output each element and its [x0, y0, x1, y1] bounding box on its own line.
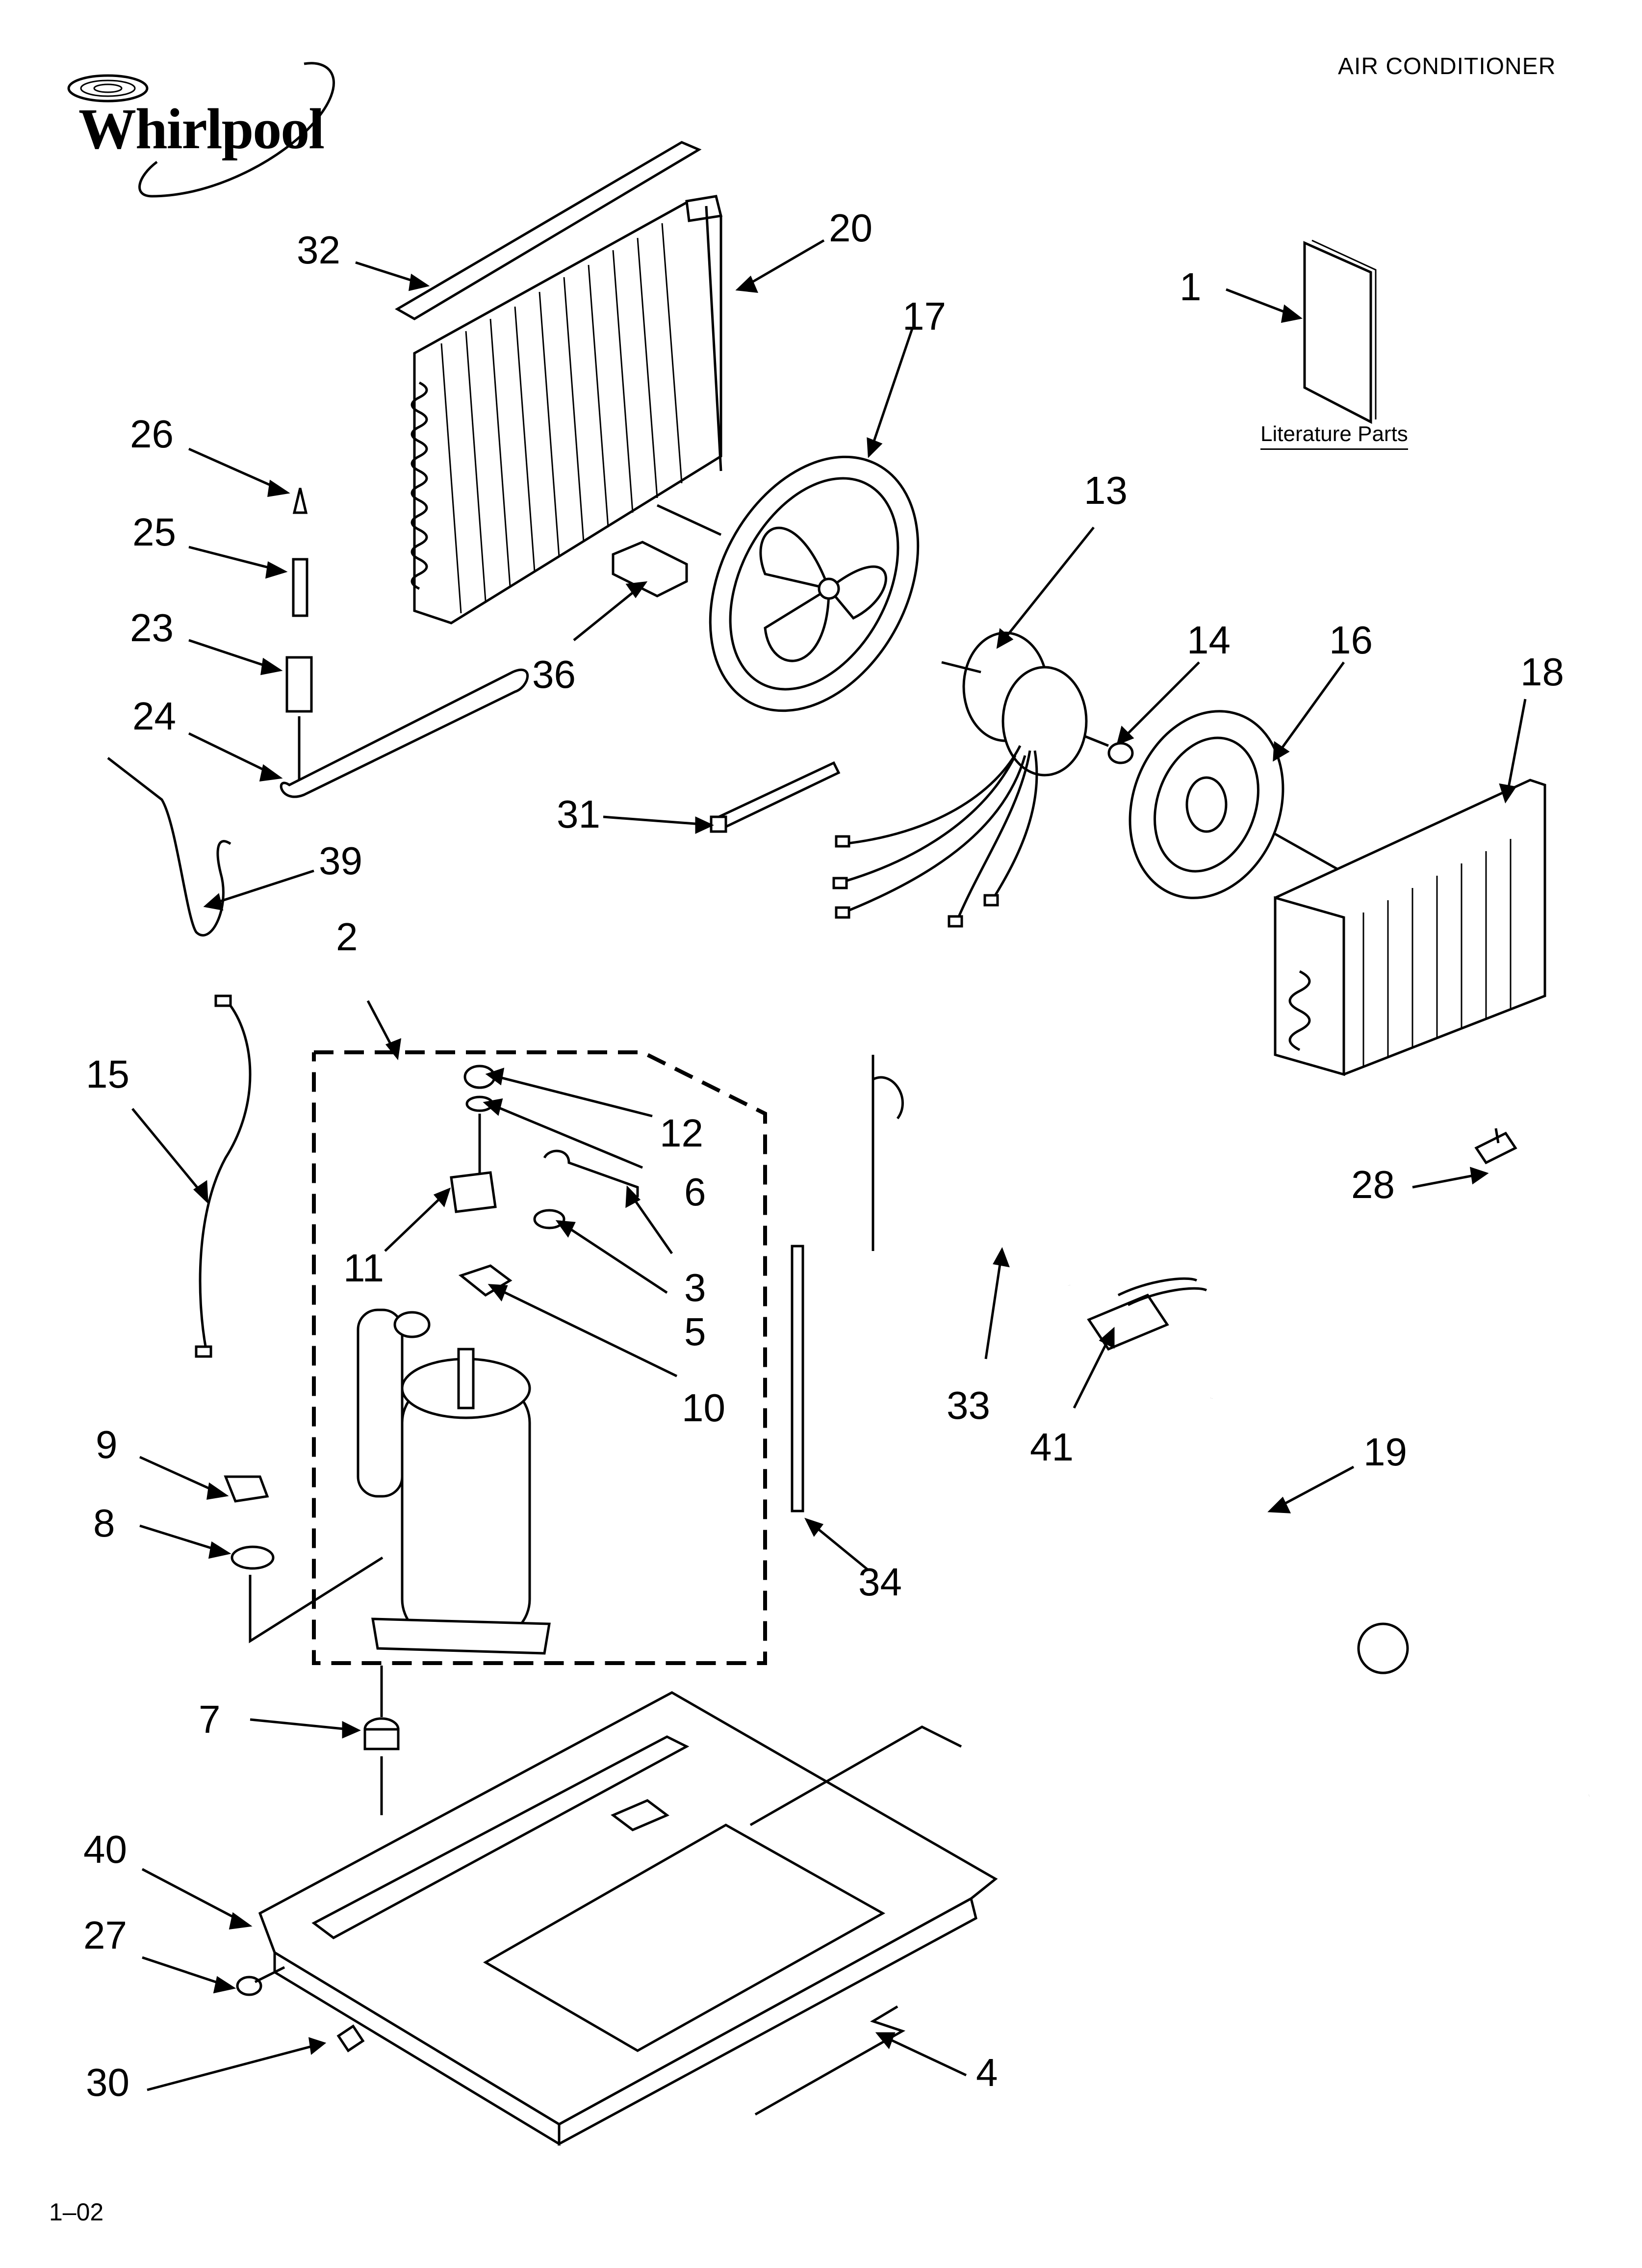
wire-clip: [107, 757, 231, 937]
whirlpool-logo-swirl-icon: [67, 62, 335, 198]
evaporator-coil: [1274, 779, 1546, 1076]
motor-nut: [1107, 742, 1134, 764]
capillary-tube-inner: [1208, 1369, 1591, 1829]
coil-bracket: [612, 541, 688, 598]
brand-logo-text: Whirlpool: [78, 97, 325, 161]
callout-18: 18: [1520, 650, 1564, 694]
callout-20: 20: [829, 206, 872, 250]
callout-14: 14: [1187, 618, 1231, 662]
callout-13: 13: [1084, 469, 1128, 512]
discharge-hook: [872, 1055, 904, 1251]
callout-33: 33: [947, 1383, 990, 1427]
drain-valve-assembly: [285, 488, 313, 780]
fan-shroud: [656, 455, 920, 712]
callout-7: 7: [199, 1697, 221, 1741]
callout-27: 27: [83, 1913, 127, 1957]
mount-outline: [249, 1556, 384, 1643]
callout-10: 10: [682, 1386, 725, 1430]
callout-6: 6: [684, 1170, 706, 1214]
literature-parts-label: Literature Parts: [1260, 422, 1408, 450]
callout-2: 2: [336, 915, 358, 959]
clip-30: [336, 2024, 365, 2053]
callout-40: 40: [83, 1827, 127, 1871]
leader-arrows: [131, 239, 1527, 2091]
callout-4: 4: [976, 2051, 998, 2094]
callout-3: 3: [684, 1266, 706, 1309]
callout-31: 31: [557, 792, 600, 836]
seal-strip: [395, 141, 702, 320]
literature-booklet: [1303, 239, 1377, 424]
callout-39: 39: [319, 839, 362, 883]
screw: [236, 1966, 285, 1996]
product-title: AIR CONDITIONER: [1338, 53, 1556, 79]
callout-17: 17: [902, 294, 946, 338]
callout-15: 15: [86, 1052, 129, 1096]
callout-34: 34: [858, 1560, 902, 1604]
callout-19: 19: [1363, 1430, 1407, 1474]
capillary-coil: [1357, 1622, 1409, 1674]
condenser-coil: [410, 195, 723, 625]
drain-tube-34: [791, 1245, 804, 1512]
overload-clip: [224, 1475, 269, 1503]
discharge-tube-inner: [819, 1076, 1073, 1357]
compressor-grommet: [363, 1666, 400, 1815]
cable-tie: [710, 761, 841, 833]
callout-8: 8: [93, 1501, 115, 1545]
callout-5: 5: [684, 1310, 706, 1354]
callout-26: 26: [130, 412, 174, 456]
drain-tube: [280, 668, 529, 798]
fan-motor: [832, 631, 1109, 928]
callout-41: 41: [1030, 1425, 1074, 1469]
compressor-assembly-outline: [312, 1050, 767, 1665]
base-pan: [258, 1691, 998, 2146]
blower-wheel: [1129, 710, 1355, 899]
callout-1: 1: [1180, 265, 1202, 309]
grommet-8: [231, 1545, 275, 1570]
callout-30: 30: [86, 2060, 129, 2104]
callout-11: 11: [343, 1246, 385, 1290]
callout-36: 36: [532, 652, 576, 696]
callout-25: 25: [132, 510, 176, 554]
callout-32: 32: [297, 228, 340, 272]
callout-9: 9: [96, 1423, 118, 1466]
callout-28: 28: [1351, 1163, 1395, 1206]
wire-harness: [195, 994, 252, 1358]
base-shield: [754, 2005, 906, 2116]
compressor: [357, 1065, 639, 1655]
callout-16: 16: [1329, 618, 1373, 662]
callout-24: 24: [132, 694, 176, 738]
callout-12: 12: [660, 1111, 703, 1155]
revision-code: 1–02: [49, 2198, 104, 2226]
mounting-clip: [1474, 1128, 1517, 1165]
callout-23: 23: [130, 606, 174, 650]
discharge-tube: [821, 1078, 1071, 1355]
